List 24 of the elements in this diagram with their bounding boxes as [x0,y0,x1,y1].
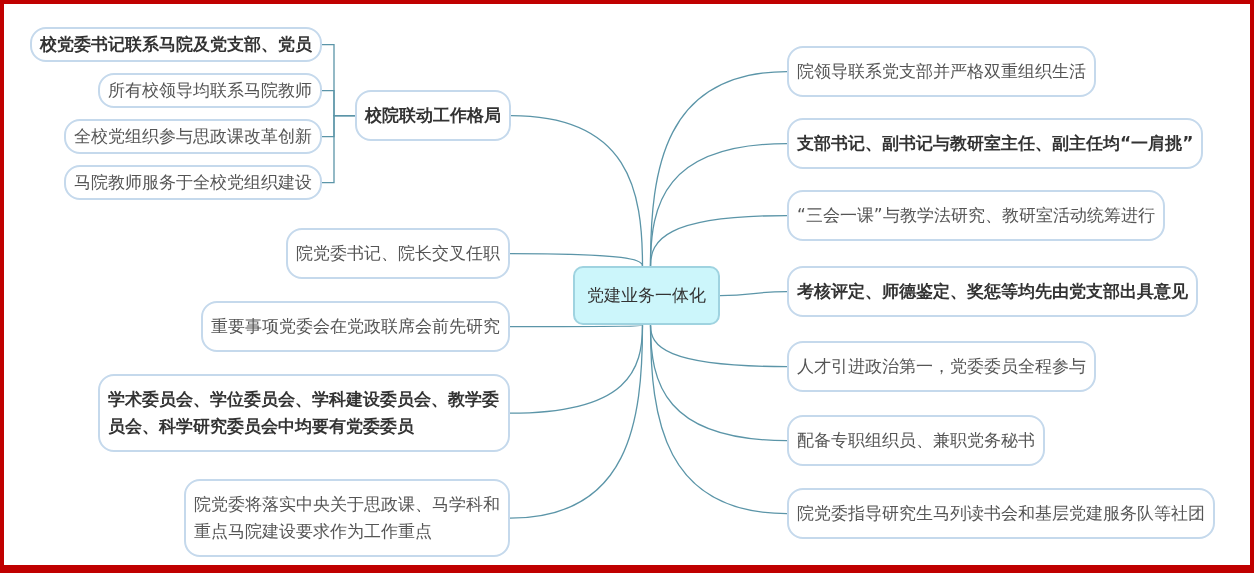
connector-line [321,114,356,184]
connector-line [510,114,644,267]
topic-box: 所有校领导均联系马院教师 [98,73,322,109]
connector-line [509,252,644,267]
topic-box: 校院联动工作格局 [355,90,511,142]
topic-box: 院领导联系党支部并严格双重组织生活 [787,46,1096,98]
topic-box: 考核评定、师德鉴定、奖惩等均先由党支部出具意见 [787,266,1198,318]
topic-box: 重要事项党委会在党政联席会前先研究 [201,301,510,353]
topic-box: 人才引进政治第一，党委委员全程参与 [787,341,1096,393]
topic-box: 院党委书记、院长交叉任职 [286,228,510,280]
topic-box: 院党委指导研究生马列读书会和基层党建服务队等社团 [787,488,1215,540]
connector-line [649,214,788,267]
topic-box: 支部书记、副书记与教研室主任、副主任均“一肩挑” [787,118,1204,170]
topic-box: 马院教师服务于全校党组织建设 [64,165,322,201]
connector-line [719,290,788,297]
topic-box: 配备专职组织员、兼职党务秘书 [787,415,1045,467]
topic-box: “三会一课”与教学法研究、教研室活动统筹进行 [787,190,1165,242]
topic-box: 学术委员会、学位委员会、学科建设委员会、教学委员会、科学研究委员会中均要有党委委员 [98,374,510,453]
connector-line [649,324,788,515]
connector-line [509,324,644,519]
topic-box: 全校党组织参与思政课改革创新 [64,119,322,155]
topic-box: 院党委将落实中央关于思政课、马学科和重点马院建设要求作为工作重点 [184,479,510,558]
topic-box: 校党委书记联系马院及党支部、党员 [30,27,322,63]
central-topic-box: 党建业务一体化 [573,266,720,326]
